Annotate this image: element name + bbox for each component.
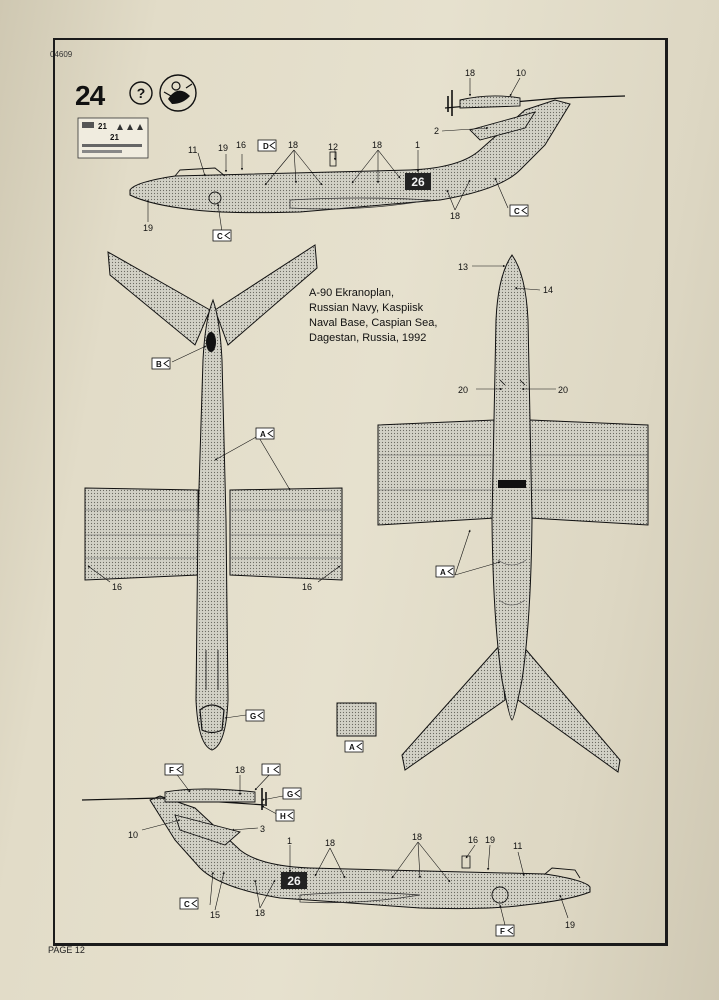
help-icon: ? (129, 81, 153, 105)
callout-3: 3 (260, 824, 265, 834)
callout-18: 18 (450, 211, 460, 221)
callout-18: 18 (235, 765, 245, 775)
callout-13: 13 (458, 262, 468, 272)
ref-g: G (245, 709, 265, 722)
callout-20: 20 (558, 385, 568, 395)
callout-10: 10 (516, 68, 526, 78)
side-left-aircraft-number: 26 (411, 175, 425, 189)
svg-text:C: C (514, 207, 520, 216)
callout-16: 16 (236, 140, 246, 150)
ref-c: C (212, 229, 232, 242)
decal-number-1: 21 (98, 122, 107, 131)
callout-16: 16 (302, 582, 312, 592)
svg-text:H: H (280, 812, 286, 821)
callout-12: 12 (328, 142, 338, 152)
decal-number-2: 21 (110, 133, 119, 142)
svg-text:I: I (267, 766, 269, 775)
ref-b: B (151, 357, 171, 370)
svg-text:A: A (349, 743, 355, 752)
page-label: PAGE 12 (48, 945, 85, 955)
callout-19: 19 (218, 143, 228, 153)
ref-f: F (164, 763, 184, 776)
side-view-right: 26 18 10 3 1 18 18 16 19 11 (81, 763, 591, 937)
callout-11: 11 (188, 145, 197, 155)
svg-text:A: A (440, 568, 446, 577)
callout-18: 18 (325, 838, 335, 848)
svg-text:G: G (287, 790, 293, 799)
bottom-view: 13 14 20 20 A (377, 254, 649, 773)
callout-18: 18 (372, 140, 382, 150)
callout-16: 16 (468, 835, 478, 845)
step-number: 24 (75, 80, 105, 111)
decal-sheet-icon: 21 21 (77, 117, 149, 159)
callout-15: 15 (210, 910, 220, 920)
ref-c: C (179, 897, 199, 910)
side-view-left: 26 18 10 2 11 19 16 18 12 18 1 (129, 68, 626, 242)
svg-text:B: B (156, 360, 162, 369)
ref-a: A (435, 565, 455, 578)
svg-text:C: C (184, 900, 190, 909)
ref-h: H (275, 809, 295, 822)
page-frame (53, 38, 668, 946)
ref-c: C (509, 204, 529, 217)
callout-18: 18 (288, 140, 298, 150)
callout-1: 1 (287, 836, 292, 846)
aircraft-caption: A-90 Ekranoplan, Russian Navy, Kaspiisk … (309, 287, 438, 344)
sheet-code: 04609 (50, 50, 73, 59)
ref-g: G (282, 787, 302, 800)
svg-text:A: A (260, 430, 266, 439)
callout-19: 19 (565, 920, 575, 930)
callout-16: 16 (112, 582, 122, 592)
callout-1: 1 (415, 140, 420, 150)
svg-text:F: F (169, 766, 174, 775)
top-view: 16 16 B A G (84, 244, 343, 751)
ref-a: A (344, 740, 364, 753)
callout-10: 10 (128, 830, 138, 840)
svg-text:C: C (217, 232, 223, 241)
callout-18: 18 (465, 68, 475, 78)
ref-a: A (255, 427, 275, 440)
callout-18: 18 (412, 832, 422, 842)
callout-18: 18 (255, 908, 265, 918)
svg-text:G: G (250, 712, 256, 721)
callout-11: 11 (513, 841, 522, 851)
side-right-aircraft-number: 26 (287, 874, 301, 888)
callout-19: 19 (143, 223, 153, 233)
callout-19: 19 (485, 835, 495, 845)
help-symbol: ? (137, 85, 146, 101)
callout-14: 14 (543, 285, 553, 295)
mascot-icon (159, 74, 197, 112)
callout-20: 20 (458, 385, 468, 395)
callout-2: 2 (434, 126, 439, 136)
svg-text:D: D (263, 142, 269, 151)
svg-text:F: F (500, 927, 505, 936)
ref-f: F (495, 924, 515, 937)
ref-d: D (257, 139, 277, 152)
ref-i: I (261, 763, 281, 776)
color-swatch: A (336, 702, 377, 753)
